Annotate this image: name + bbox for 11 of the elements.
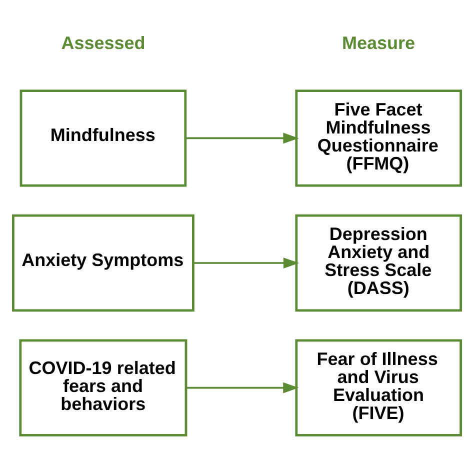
node-box: Depression Anxiety and Stress Scale (DASS) [295, 214, 462, 312]
arrow [186, 132, 299, 144]
node-box: COVID-19 related fears and behaviors [19, 338, 188, 436]
node-box: Mindfulness [20, 89, 187, 186]
arrow [193, 257, 300, 268]
label: Measure [342, 32, 416, 52]
arrow [186, 382, 299, 393]
label: Assessed [61, 32, 146, 52]
node-box: Fear of Illness and Virus Evaluation (FIVE) [295, 338, 462, 436]
node-box: Anxiety Symptoms [12, 214, 194, 312]
node-box: Five Facet Mindfulness Questionnaire (FFMQ) [295, 89, 462, 186]
